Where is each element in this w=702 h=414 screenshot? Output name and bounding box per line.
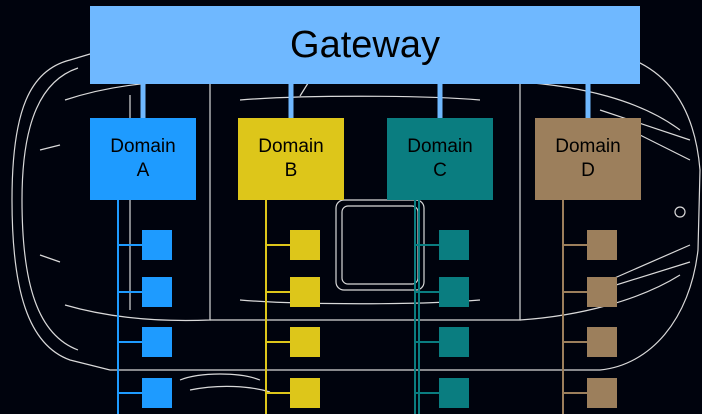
ecu-box-a-4 (142, 378, 172, 408)
ecu-box-c-4 (439, 378, 469, 408)
gateway-label: Gateway (290, 23, 440, 66)
gateway-box: Gateway (90, 6, 640, 84)
domain-label-line2: C (433, 160, 447, 181)
ecu-box-a-2 (142, 277, 172, 307)
ecu-box-c-1 (439, 230, 469, 260)
ecu-box-d-3 (587, 327, 617, 357)
domain-label-line2: A (136, 160, 150, 181)
ecu-box-b-4 (290, 378, 320, 408)
ecu-box-b-3 (290, 327, 320, 357)
ecu-box-d-2 (587, 277, 617, 307)
ecu-box-d-1 (587, 230, 617, 260)
domain-label-line1: Domain (555, 136, 621, 157)
domain-label-line2: D (581, 160, 595, 181)
ecu-box-d-4 (587, 378, 617, 408)
ecu-box-a-1 (142, 230, 172, 260)
ecu-box-c-2 (439, 277, 469, 307)
domain-label-line2: B (284, 160, 298, 181)
ecu-box-b-2 (290, 277, 320, 307)
domain-label-line1: Domain (407, 136, 473, 157)
ecu-box-b-1 (290, 230, 320, 260)
ecu-box-a-3 (142, 327, 172, 357)
ecu-box-c-3 (439, 327, 469, 357)
domain-label-line1: Domain (258, 136, 324, 157)
domain-label-line1: Domain (110, 136, 176, 157)
